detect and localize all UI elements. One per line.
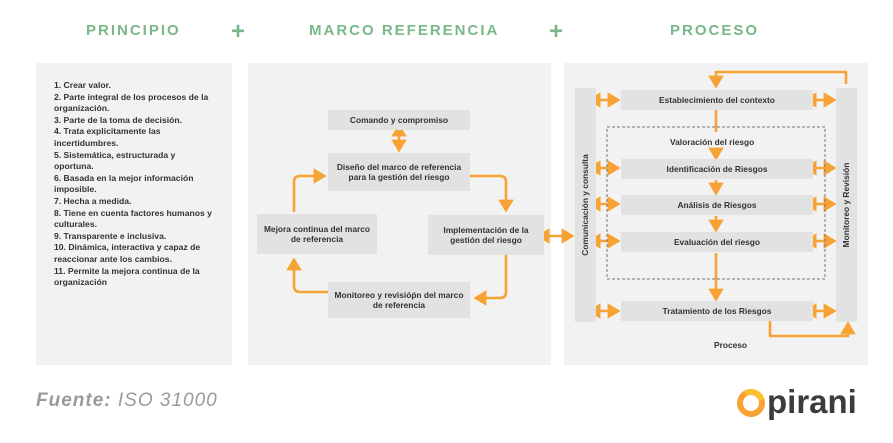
box-establecimiento-contexto: Establecimiento del contexto	[621, 90, 813, 110]
source-label: Fuente:	[36, 390, 112, 411]
header-marco-referencia: MARCO REFERENCIA	[309, 22, 500, 39]
principle-item: 10. Dinámica, interactiva y capaz de rea…	[54, 242, 201, 264]
pirani-logo: pirani	[767, 383, 857, 420]
box-identificacion-riesgos: Identificación de Riesgos	[621, 159, 813, 179]
box-analisis-riesgos: Análisis de Riesgos	[621, 195, 813, 215]
plus-icon: +	[549, 18, 564, 45]
principle-item: 6. Basada en la mejor información imposi…	[54, 172, 194, 195]
principle-item: 7. Hecha a medida.	[54, 195, 132, 206]
principle-item: 11. Permite la mejora continua de la org…	[54, 265, 200, 288]
box-monitoreo-marco: Monitoreo y revisióṕn del marco de refer…	[328, 282, 470, 318]
box-comando-compromiso: Comando y compromiso	[328, 110, 470, 130]
principles-list: 1. Crear valor. 2. Parte integral de los…	[54, 80, 214, 289]
box-evaluacion-riesgo: Evaluación del riesgo	[621, 232, 813, 252]
principle-item: 9. Transparente e inclusiva.	[54, 230, 167, 241]
label-monitoreo-revision: Monitoreo y Revisión	[841, 162, 851, 248]
source-note: Fuente: ISO 31000	[36, 390, 218, 412]
principle-item: 2. Parte integral de los procesos de la …	[54, 91, 209, 114]
bar-comunicacion	[575, 88, 596, 322]
box-mejora-continua: Mejora continua del marco de referencia	[257, 214, 377, 254]
label-comunicacion-consulta: Comunicación y consulta	[580, 154, 590, 256]
header-proceso: PROCESO	[670, 22, 760, 39]
panel-principio	[36, 63, 232, 365]
label-valoracion-riesgo: Valoración del riesgo	[670, 137, 755, 147]
pirani-logo-icon	[737, 389, 765, 417]
bar-monitoreo-revision	[836, 88, 857, 322]
box-diseno-marco: Diseño del marco de referencia para la g…	[328, 153, 470, 191]
principle-item: 8. Tiene en cuenta factores humanos y cu…	[54, 207, 212, 230]
source-value: ISO 31000	[117, 390, 218, 411]
box-implementacion: Implementación de la gestión del riesgo	[428, 215, 544, 255]
principle-item: 5. Sistemática, estructurada y oportuna.	[54, 149, 176, 172]
principle-item: 3. Parte de la toma de decisión.	[54, 114, 182, 125]
header-principio: PRINCIPIO	[86, 22, 181, 39]
plus-icon: +	[231, 18, 246, 45]
label-proceso: Proceso	[714, 340, 748, 350]
box-tratamiento-riesgos: Tratamiento de los Riesgos	[621, 301, 813, 321]
principle-item: 1. Crear valor.	[54, 80, 111, 90]
principle-item: 4. Trata explícitamente las incertidumbr…	[54, 126, 161, 148]
